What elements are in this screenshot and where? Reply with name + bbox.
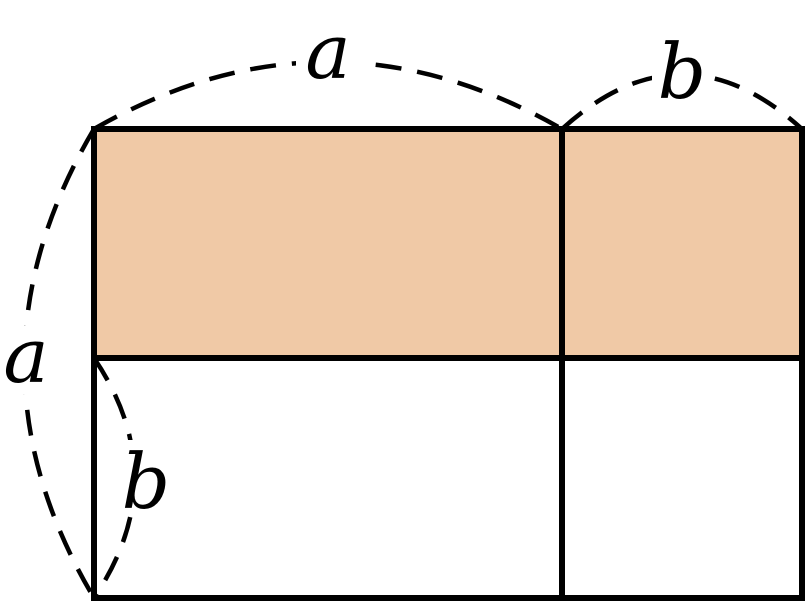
dimension-arc-top-a [92,59,564,131]
label-left-b: b [122,437,171,526]
outer-rectangle [91,126,805,601]
shaded-region-left [94,129,562,358]
unshaded-region-right [562,358,802,598]
label-top-b: b [658,27,707,116]
dimension-arc-left-a [22,127,96,600]
shaded-region-right [562,129,802,358]
label-left-a: a [3,311,48,400]
label-top-a: a [305,7,350,96]
